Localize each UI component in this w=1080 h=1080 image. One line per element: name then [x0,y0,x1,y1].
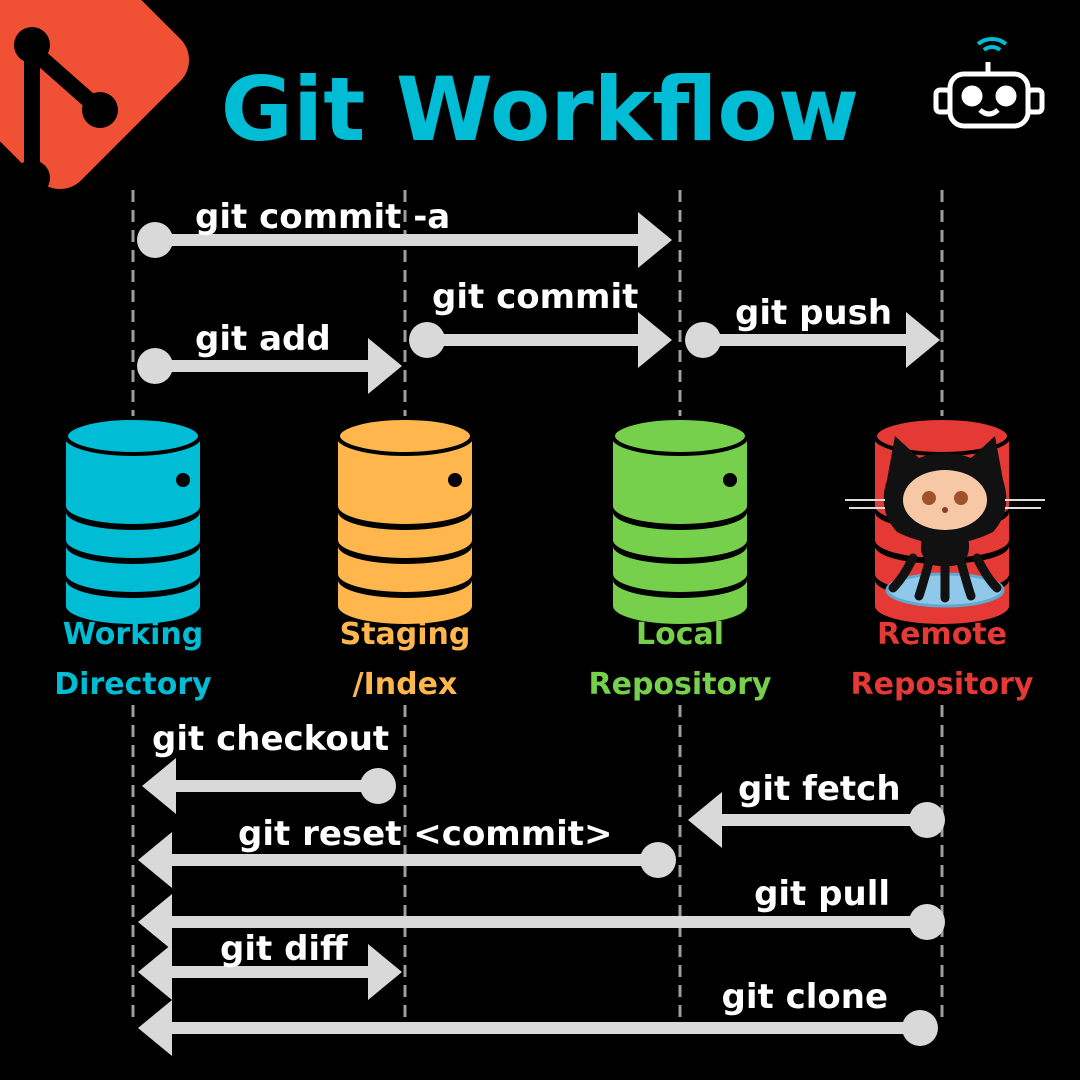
db-band [338,546,472,592]
arrow-origin-dot [909,904,945,940]
page-title: Git Workflow [221,58,859,161]
arrow-fetch: git fetch [688,769,945,848]
command-label: git checkout [152,719,389,759]
arrow-origin-dot [137,348,173,384]
db-band [613,546,747,592]
arrow-origin-dot [409,322,445,358]
git-logo-icon [0,0,189,196]
arrow-head [368,338,402,394]
arrow-head [138,894,172,950]
command-label: git pull [754,874,890,914]
arrow-checkout: git checkout [142,719,396,814]
db-band [66,512,200,558]
stage-label-local: Local [636,617,724,652]
command-label: git clone [721,977,888,1017]
command-label: git diff [220,929,348,969]
db-top [64,416,202,456]
arrow-origin-dot [137,222,173,258]
db-band [338,512,472,558]
arrow-head [138,1000,172,1056]
db-band [613,512,747,558]
stage-label-staging: Staging [340,617,471,652]
db-top [336,416,474,456]
arrow-origin-dot [360,768,396,804]
command-label: git add [195,319,331,359]
db-led [448,473,462,487]
arrow-origin-dot [909,802,945,838]
arrow-head [138,944,172,1000]
command-label: git commit -a [195,197,450,237]
command-arrows: git commit -a git add git commit git push gi… [137,197,945,1056]
arrow-head [906,312,940,368]
db-band [66,546,200,592]
stage-label-working: Working [63,617,204,652]
arrow-pull: git pull [138,874,945,950]
arrow-diff: git diff [138,929,402,1000]
stage-label-remote: Remote [877,617,1007,652]
arrow-head [688,792,722,848]
db-led [176,473,190,487]
command-label: git reset <commit> [238,814,613,854]
stage-label-remote-line2: Repository [851,667,1034,702]
robot-icon [933,36,1045,129]
db-top [611,416,749,456]
stage-label-local-line2: Repository [589,667,772,702]
arrow-origin-dot [902,1010,938,1046]
db-band [66,436,200,524]
command-label: git commit [432,277,638,317]
db-led [723,473,737,487]
db-band [66,580,200,624]
command-label: git fetch [738,769,901,809]
command-label: git push [735,293,892,333]
db-band [613,436,747,524]
arrow-origin-dot [640,842,676,878]
local-repository-db [611,416,749,624]
db-band [613,580,747,624]
arrow-head [138,832,172,888]
arrow-head [142,758,176,814]
arrow-clone: git clone [138,977,938,1056]
arrow-origin-dot [685,322,721,358]
arrow-add: git add [137,319,402,394]
octocat-icon [845,436,1045,608]
stage-label-working-line2: Directory [54,667,212,702]
arrow-commit: git commit [409,277,672,368]
db-band [338,580,472,624]
arrow-push: git push [685,293,940,368]
arrow-reset: git reset <commit> [138,814,676,888]
arrow-commit-a: git commit -a [137,197,672,268]
arrow-head [638,312,672,368]
stage-label-staging-line2: /Index [353,667,458,702]
db-band [338,436,472,524]
arrow-head [638,212,672,268]
staging-index-db [336,416,474,624]
working-directory-db [64,416,202,624]
arrow-head [368,944,402,1000]
